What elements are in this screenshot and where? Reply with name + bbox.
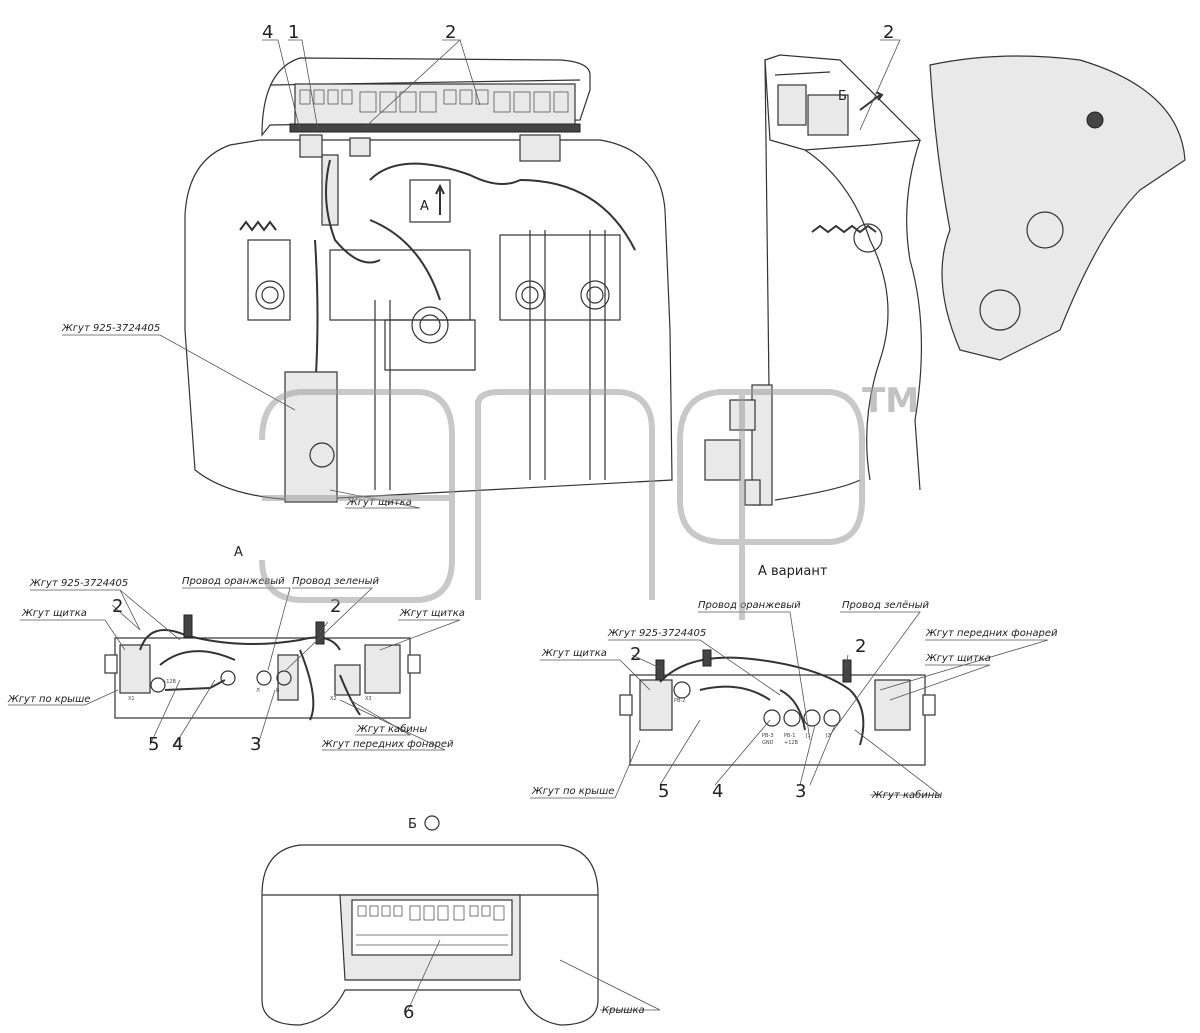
label-wire-orange-a: Провод оранжевый [182,576,285,587]
side-view: Б [704,54,1186,506]
watermark-logo: TM [259,381,919,620]
view-a-variant-title: А вариант [758,564,828,579]
view-a-variant: А вариант PB-2 PB-3 GND PB-1 +12В J1 J2 [619,564,936,766]
label-harness-roof-a: Жгут по крыше [7,694,90,705]
label-harness-panel-a-right: Жгут щитка [399,608,465,619]
label-harness-panel-v-right: Жгут щитка [925,653,991,664]
mark-x1-a: X1 [128,696,135,702]
mark-pb1-v: PB-1 [784,733,795,739]
label-cover: Крышка [602,1005,645,1016]
callout-5-a: 5 [148,734,159,755]
mark-j1-v: J1 [805,733,811,739]
main-front-view: A [184,57,673,503]
callout-4-v: 4 [712,781,723,802]
label-harness-925-top: Жгут 925-3724405 [61,323,160,334]
label-harness-cabin-a: Жгут кабины [356,723,427,735]
view-a-title: A [234,545,243,560]
label-wire-green-a: Провод зеленый [292,576,380,587]
callout-2-top: 2 [445,22,456,43]
view-b-arrow-label: Б [838,89,847,104]
label-front-lamps-a: Жгут передних фонарей [321,739,454,750]
callout-1-top: 1 [288,22,299,43]
mark-j2-v: J2 [825,733,831,739]
callout-numbers: 4 1 2 2 2 2 5 4 3 2 2 5 4 3 6 [112,22,894,1023]
callout-2-side: 2 [883,22,894,43]
callout-3-a: 3 [250,734,261,755]
watermark-tm: TM [862,381,919,421]
callout-2-a-left: 2 [112,596,123,617]
mark-x3-a: X3 [365,696,372,702]
mark-plus12-a: +12В [162,679,177,685]
callout-3-v: 3 [795,781,806,802]
callout-2-v-left: 2 [630,644,641,665]
mark-pb2-v: PB-2 [674,698,685,704]
label-harness-925-v: Жгут 925-3724405 [607,628,706,639]
callout-4-a: 4 [172,734,183,755]
view-a-arrow-label: A [420,199,429,214]
mark-pb3-v: PB-3 [762,733,773,739]
label-harness-cabin-v: Жгут кабины [871,789,942,801]
label-harness-panel-v-left: Жгут щитка [541,648,607,659]
mark-b-a: В [276,688,280,694]
leader-lines [8,39,1049,1011]
label-wire-orange-v: Провод оранжевый [698,600,801,611]
label-harness-925-a: Жгут 925-3724405 [29,578,128,589]
mark-gnd-v: GND [762,740,774,746]
view-b-title: Б [408,817,417,832]
text-labels: Жгут 925-3724405 Жгут щитка Жгут 925-372… [7,323,1058,1016]
label-harness-panel-top: Жгут щитка [346,497,412,508]
view-b: Б [261,815,599,1026]
callout-2-a-right: 2 [330,596,341,617]
callout-4-top: 4 [262,22,273,43]
callout-6: 6 [403,1002,414,1023]
label-harness-panel-a-left: Жгут щитка [21,608,87,619]
view-a: A +12В Л В X1 X2 X3 [104,545,421,721]
label-wire-green-v: Провод зелёный [842,600,930,611]
label-harness-roof-v: Жгут по крыше [531,786,614,797]
callout-2-v-right: 2 [855,636,866,657]
mark-l-a: Л [256,688,260,694]
mark-plus12-v: +12В [784,740,799,746]
label-front-lamps-v: Жгут передних фонарей [925,628,1058,639]
callout-5-v: 5 [658,781,669,802]
mark-x2-a: X2 [330,696,337,702]
